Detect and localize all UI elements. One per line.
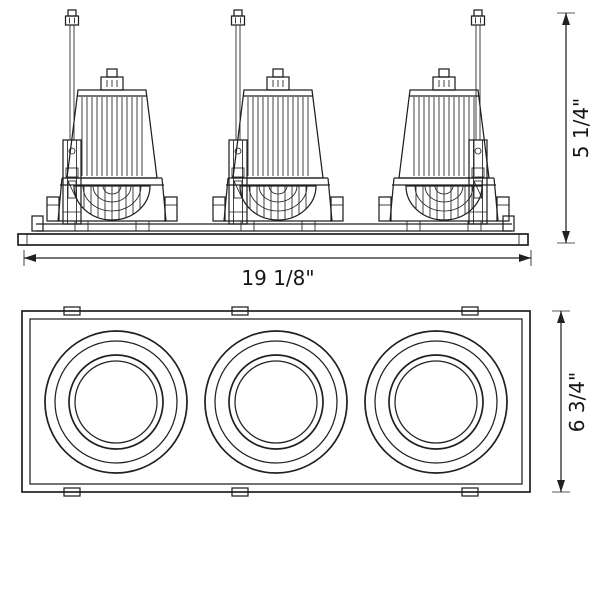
dimension-side-height: 5 1/4": [557, 12, 593, 244]
face-view: [21, 306, 531, 497]
face-inner-frame: [29, 318, 523, 485]
dimension-overall-width: 19 1/8": [23, 250, 532, 290]
dim-label-overall-width: 19 1/8": [241, 266, 314, 290]
trim-plate: [17, 233, 529, 246]
mounting-rail-1: [62, 9, 82, 225]
lamp-aperture-3: [364, 330, 508, 474]
side-elevation-view: [17, 9, 529, 246]
lamp-aperture-1: [44, 330, 188, 474]
led-module-3: [378, 68, 510, 222]
dim-label-side-height: 5 1/4": [569, 98, 593, 158]
led-module-2: [212, 68, 344, 222]
face-outer-frame: [21, 310, 531, 493]
dimension-face-height: 6 3/4": [552, 310, 589, 493]
led-module-1: [46, 68, 178, 222]
mounting-rail-2: [228, 9, 248, 225]
lamp-aperture-2: [204, 330, 348, 474]
dim-label-face-height: 6 3/4": [565, 372, 589, 432]
